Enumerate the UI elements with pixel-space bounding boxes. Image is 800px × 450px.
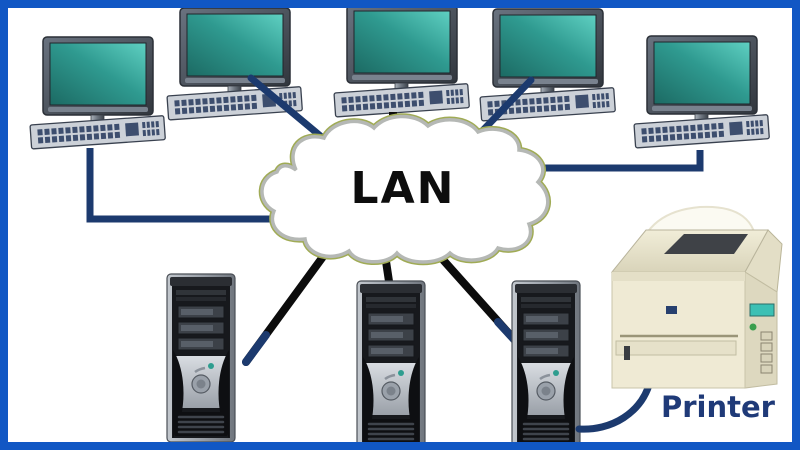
panel-button — [760, 342, 773, 352]
printer — [610, 205, 783, 389]
lan-cloud: LAN — [258, 113, 551, 266]
cable-server-printer — [575, 374, 655, 433]
panel-button — [760, 353, 773, 363]
workstation-3 — [334, 5, 469, 117]
workstation-4 — [480, 9, 615, 121]
cable-tip-navy — [242, 331, 270, 366]
control-panel — [749, 303, 775, 374]
go-button — [749, 323, 757, 331]
workstation-5 — [634, 36, 769, 148]
cloud-label: LAN — [351, 163, 456, 214]
cable-workstation-5 — [530, 150, 704, 172]
printer-logo — [666, 306, 677, 314]
server-2 — [355, 279, 427, 450]
server-1 — [165, 272, 237, 444]
panel-button — [760, 331, 773, 341]
lcd-display — [749, 303, 775, 317]
server-3 — [510, 279, 582, 450]
panel-button — [760, 364, 773, 374]
lid-front-lip — [612, 272, 745, 281]
printer-label: Printer — [661, 390, 776, 424]
printer-front-face — [611, 271, 746, 389]
paper-tray — [615, 340, 737, 356]
cloud-shape — [260, 114, 550, 264]
tray-indicator — [624, 346, 630, 360]
output-tray-recess — [664, 234, 748, 254]
cable-workstation-1 — [86, 148, 300, 223]
workstation-1 — [30, 37, 165, 149]
